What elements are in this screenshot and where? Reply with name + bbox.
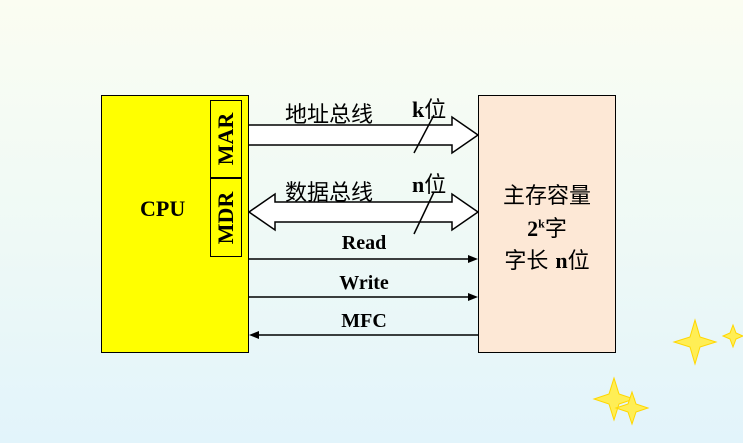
address-bus-width-unit: 位 bbox=[424, 98, 447, 123]
write-arrowhead bbox=[468, 293, 478, 301]
sparkle-icon-large bbox=[672, 318, 743, 366]
memory-word-var: n bbox=[555, 248, 568, 273]
address-bus-width: k位 bbox=[412, 92, 446, 124]
memory-word-length: 字长 n位 bbox=[478, 243, 616, 275]
mdr-register: MDR bbox=[210, 178, 242, 257]
mfc-arrowhead bbox=[249, 331, 259, 339]
address-bus-width-slash bbox=[413, 114, 435, 154]
write-signal-label: Write bbox=[339, 272, 389, 294]
data-bus-width: n位 bbox=[412, 167, 446, 199]
memory-capacity-exp: k bbox=[538, 216, 545, 231]
read-arrowhead bbox=[468, 255, 478, 263]
data-bus-width-var: n bbox=[412, 172, 425, 197]
mfc-signal-label: MFC bbox=[341, 310, 387, 332]
memory-capacity-unit: 字 bbox=[544, 217, 567, 242]
sparkle-icon-small bbox=[592, 376, 650, 426]
mar-register: MAR bbox=[210, 100, 242, 178]
memory-word-prefix: 字长 bbox=[504, 249, 556, 274]
address-bus-width-var: k bbox=[412, 97, 425, 122]
memory-capacity-base: 2 bbox=[527, 216, 539, 241]
data-bus-width-slash bbox=[413, 191, 435, 235]
memory-capacity-title: 主存容量 bbox=[502, 184, 591, 209]
mar-label: MAR bbox=[213, 112, 238, 166]
data-bus-label: 数据总线 bbox=[285, 181, 374, 206]
address-bus-label: 地址总线 bbox=[285, 103, 374, 128]
memory-capacity-value: 2k字 bbox=[478, 211, 616, 243]
data-bus-width-unit: 位 bbox=[424, 173, 447, 198]
mdr-label: MDR bbox=[213, 191, 238, 244]
read-signal-label: Read bbox=[341, 232, 387, 254]
cpu-label: CPU bbox=[140, 196, 186, 221]
memory-word-unit: 位 bbox=[567, 249, 590, 274]
main-memory-box bbox=[478, 95, 616, 353]
